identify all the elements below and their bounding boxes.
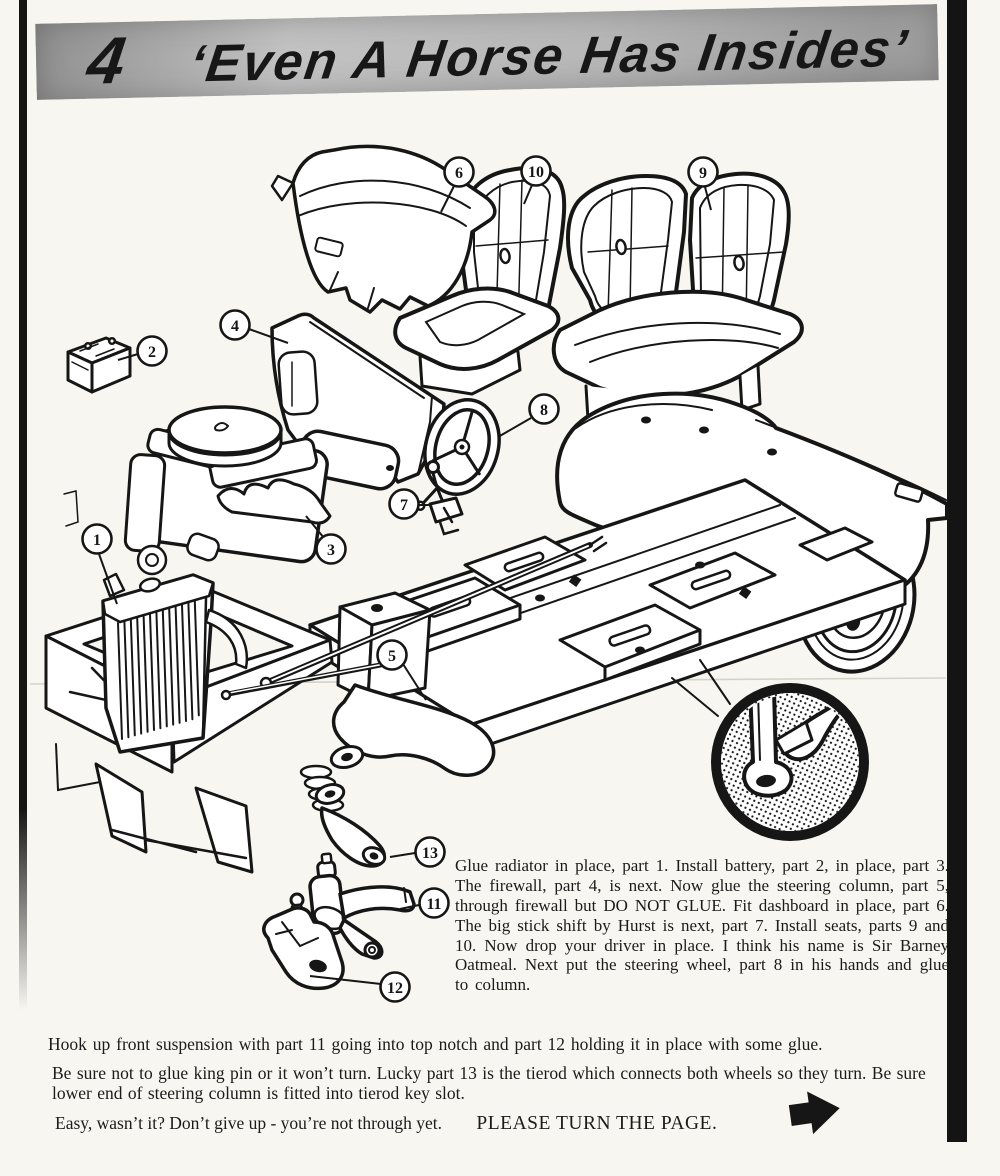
svg-text:2: 2 xyxy=(148,344,156,361)
svg-text:6: 6 xyxy=(455,165,463,182)
callout-5: 5 xyxy=(376,639,427,701)
svg-text:1: 1 xyxy=(93,532,101,549)
callout-3: 3 xyxy=(305,515,347,565)
callout-11: 11 xyxy=(399,887,450,919)
callout-2: 2 xyxy=(117,335,168,367)
svg-text:8: 8 xyxy=(540,402,548,419)
stick-shift-part xyxy=(426,460,464,536)
tierod-part xyxy=(319,806,387,868)
scan-edge-left xyxy=(19,0,27,1010)
engine-part xyxy=(123,405,401,576)
radiator-part xyxy=(101,572,249,754)
svg-text:4: 4 xyxy=(231,318,239,335)
callout-12: 12 xyxy=(309,971,411,1003)
turn-page-label: PLEASE TURN THE PAGE. xyxy=(476,1113,718,1134)
closing-text: Easy, wasn’t it? Don’t give up - you’re … xyxy=(55,1113,443,1133)
tierod-detail-inset xyxy=(671,659,869,841)
svg-text:10: 10 xyxy=(528,164,544,181)
svg-text:3: 3 xyxy=(327,542,335,559)
callout-13: 13 xyxy=(389,836,446,868)
svg-text:11: 11 xyxy=(426,896,441,913)
callout-7: 7 xyxy=(388,488,431,520)
kingpin-note: Be sure not to glue king pin or it won’t… xyxy=(52,1063,926,1104)
front-suspension xyxy=(299,683,496,813)
callout-8: 8 xyxy=(497,393,560,438)
svg-text:7: 7 xyxy=(400,497,408,514)
callout-4: 4 xyxy=(219,309,289,344)
callout-1: 1 xyxy=(81,523,118,605)
retainer-part xyxy=(262,892,345,991)
callout-10: 10 xyxy=(520,155,552,205)
assembly-instructions-paragraph: Glue radiator in place, part 1. Install … xyxy=(455,856,949,995)
battery-part xyxy=(66,336,132,394)
kingpin-part xyxy=(308,852,416,960)
suspension-note: Hook up front suspension with part 11 go… xyxy=(48,1034,823,1054)
turn-page-arrow-icon xyxy=(788,1091,840,1135)
closing-line: Easy, wasn’t it? Don’t give up - you’re … xyxy=(55,1113,835,1135)
svg-text:5: 5 xyxy=(388,648,396,665)
callout-6: 6 xyxy=(440,156,475,213)
svg-text:12: 12 xyxy=(387,980,403,997)
svg-text:13: 13 xyxy=(422,845,438,862)
dashboard-part xyxy=(270,144,497,314)
scan-edge-right xyxy=(947,0,967,1142)
chassis-floor-pan xyxy=(308,478,907,753)
svg-text:9: 9 xyxy=(699,165,707,182)
steering-wheel-part xyxy=(414,398,501,512)
callout-9: 9 xyxy=(687,156,719,211)
